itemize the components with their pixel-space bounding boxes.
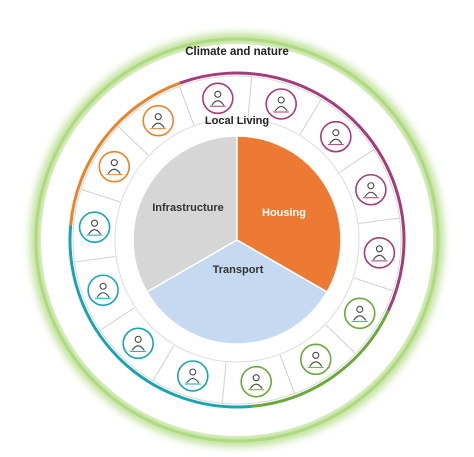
ring-divider <box>99 307 135 331</box>
ring-divider <box>339 149 375 173</box>
icon-ring-arcs <box>68 71 406 409</box>
local-living-label: Local Living <box>205 115 269 127</box>
ring-divider <box>325 324 356 354</box>
ring-divider <box>353 277 394 292</box>
housing-label: Housing <box>262 207 306 219</box>
ring-divider <box>178 86 195 126</box>
icon-ring-dividers <box>74 76 400 404</box>
infrastructure-label: Infrastructure <box>152 202 224 214</box>
housing-segment <box>236 135 342 294</box>
ring-divider <box>299 98 322 135</box>
ring-divider <box>80 188 121 203</box>
ring-divider <box>118 126 149 156</box>
people-network-icon <box>265 88 297 120</box>
ring-divider <box>279 354 296 394</box>
bicycle-icon <box>320 120 352 153</box>
infrastructure-segment <box>132 135 238 294</box>
buildings-icon <box>122 327 154 360</box>
ring-arc-segment <box>68 225 252 409</box>
ring-arc-segment <box>69 81 181 226</box>
ring-divider <box>74 256 116 263</box>
ring-arc-segment <box>251 309 390 408</box>
transport-label: Transport <box>213 264 264 276</box>
icon-ring <box>78 82 396 398</box>
community-icon <box>87 274 119 307</box>
climate-and-nature-label: Climate and nature <box>185 46 289 58</box>
ring-divider <box>221 362 227 404</box>
tools-icon <box>202 82 234 115</box>
ring-divider <box>247 76 253 118</box>
shopping-icon <box>177 360 209 392</box>
person-walking-icon <box>142 104 175 137</box>
outer-glow-ring <box>30 33 444 447</box>
ring-arc-segment <box>179 71 406 312</box>
transport-segment <box>145 239 329 345</box>
van-icon <box>363 237 396 269</box>
location-pin-icon <box>98 150 131 183</box>
family-icon <box>78 211 111 243</box>
center-pie <box>132 135 342 345</box>
tree-bench-icon <box>343 297 376 330</box>
hands-heart-icon <box>299 343 332 376</box>
ring-divider <box>152 345 175 382</box>
people-exercise-icon <box>240 365 272 398</box>
ring-divider <box>358 217 400 224</box>
bus-icon <box>355 173 387 206</box>
